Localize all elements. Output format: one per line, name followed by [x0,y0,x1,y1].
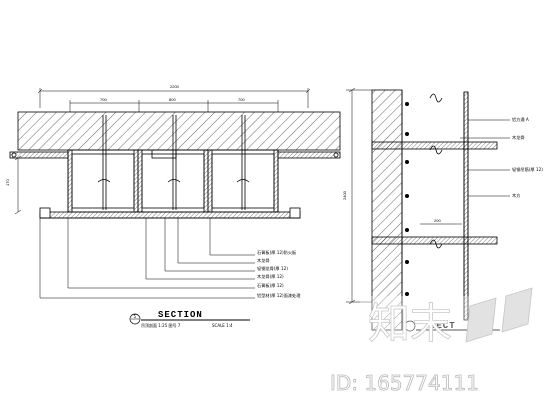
bay-dimension-line [69,100,279,112]
left-section: 2200 700 800 700 [5,84,341,328]
right-callout-2: 木龙骨 [512,134,525,141]
section-number: 5 [134,314,137,319]
callout-6: 铝型材(厚 12)面漆处理 [257,292,301,299]
vertical-panel [463,91,469,321]
break-marks [429,93,443,249]
bottom-plate [39,207,301,219]
callout-4: 木龙骨(厚 12) [257,273,284,280]
side-ledges [9,151,341,159]
overall-dimension: 2200 [170,84,180,89]
watermark-logo-mark [465,287,533,343]
section-scale: SCALE 1:4 [212,323,233,328]
right-callout-1: 铝方通 A [512,116,529,123]
side-dimension-line [14,155,22,215]
right-callout-leaders [420,119,510,225]
section-heading: SECTION [158,310,203,320]
concrete-slab [17,111,341,151]
section-number-circle [129,313,141,325]
section-title-block: 5 SECTION 吊顶剖面 1:25 图号 7 SCALE 1:4 [129,310,250,328]
overall-dimension-line [37,88,311,108]
watermark: 知末 ID: 165774111 [330,287,560,420]
suspension-rods [97,115,250,210]
wall-hatch [371,89,403,331]
mid-dimension: 200 [434,218,441,223]
bay-dimension-3: 700 [238,97,245,102]
right-section: 2400 [342,87,543,332]
anchor-bolts [405,102,409,296]
callout-leaders [39,218,255,299]
callout-1: 石膏板(厚 12)防火板 [257,249,297,256]
right-callout-4: 木方 [512,192,520,199]
section-subtitle: 吊顶剖面 1:25 图号 7 [141,322,181,328]
bay-dimension-2: 800 [169,97,176,102]
side-dimension: 170 [5,179,10,186]
callout-5: 石膏板(厚 12) [257,282,284,289]
watermark-id: ID: 165774111 [330,371,479,395]
callout-3: 轻钢龙骨(厚 12) [257,265,288,272]
callout-2: 木龙骨 [257,257,270,264]
vertical-dimension-line [346,87,372,305]
bay-dimension-1: 700 [100,97,107,102]
right-section-heading: SECT [430,321,456,331]
vertical-dimension: 2400 [342,190,347,200]
right-callout-3: 轻钢吊筋(厚 12) [512,166,543,173]
watermark-logo: 知末 [368,299,452,348]
